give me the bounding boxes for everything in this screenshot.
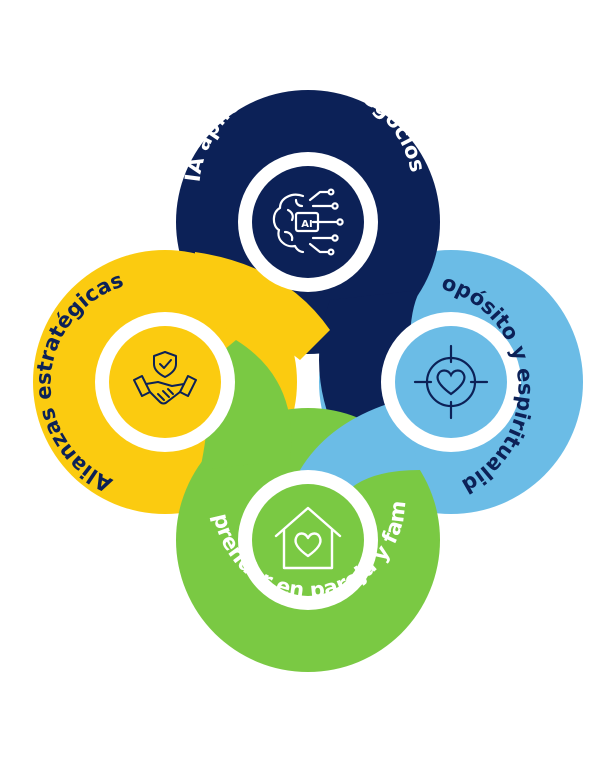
house-heart-icon xyxy=(274,506,342,570)
inner-disc-ia xyxy=(252,166,364,278)
ai-chip-text: AI xyxy=(301,219,312,230)
inner-disc-proposito xyxy=(395,326,507,438)
inner-disc-alianzas xyxy=(109,326,221,438)
ring-alianzas-tail xyxy=(195,252,330,360)
inner-rings xyxy=(95,152,521,610)
handshake-shield-icon xyxy=(133,351,197,405)
ai-brain-icon: AI xyxy=(272,188,344,256)
inner-disc-emprender xyxy=(252,484,364,596)
target-heart-icon xyxy=(413,344,489,420)
